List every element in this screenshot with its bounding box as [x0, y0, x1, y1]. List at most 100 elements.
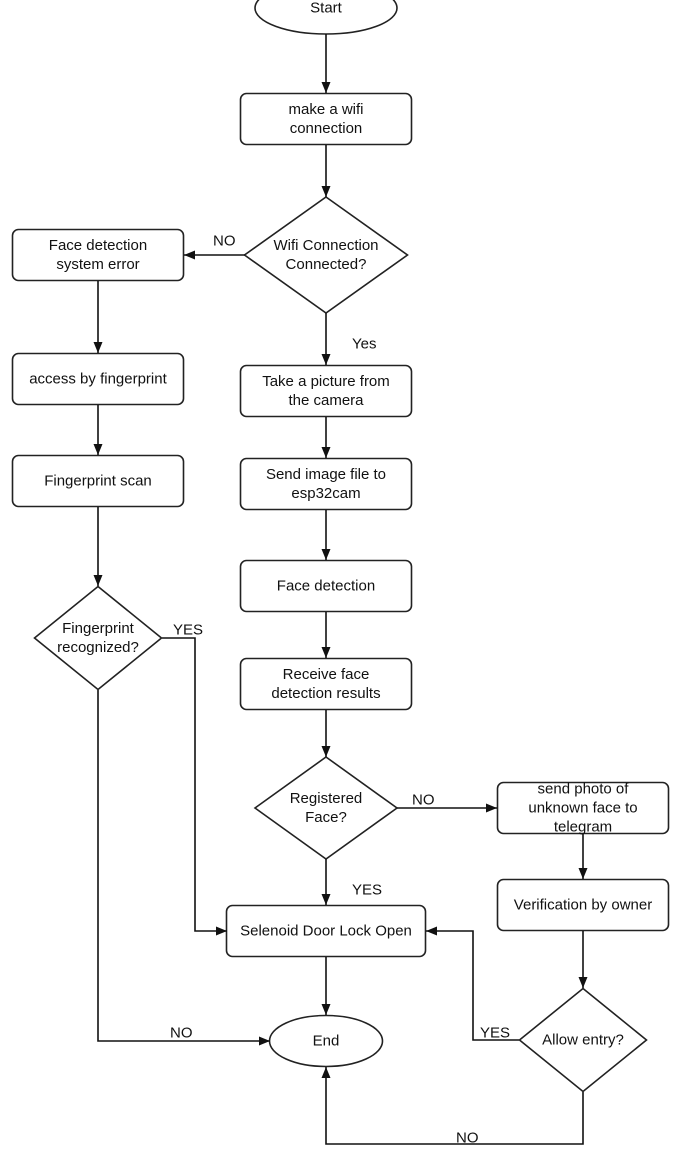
node-registered-check-shape: [253, 756, 399, 860]
node-fp-check: Fingerprint recognized?: [33, 585, 163, 691]
node-wifi-check-label: Wifi Connection: [273, 237, 378, 254]
node-wifi-connect-label: make a wifi: [288, 101, 363, 118]
node-fp-check-label: Fingerprint: [62, 620, 135, 637]
node-take-picture: Take a picture from the camera: [239, 364, 413, 418]
node-registered-check-label: Registered: [290, 790, 363, 807]
node-verify-owner: Verification by owner: [496, 878, 670, 932]
edge-verify-owner-to-allow-check: [578, 931, 588, 988]
edge-fp-check-to-door-open: YES: [162, 622, 227, 936]
node-start: Start: [254, 0, 398, 35]
edge-label: YES: [480, 1025, 510, 1042]
node-door-open-label: Selenoid Door Lock Open: [240, 923, 412, 940]
node-registered-check-label: Face?: [305, 809, 347, 826]
node-send-image: Send image file to esp32cam: [239, 457, 413, 511]
node-allow-check: Allow entry?: [518, 987, 648, 1093]
arrow-head: [321, 1004, 331, 1015]
node-end-label: End: [313, 1033, 340, 1050]
edge-label: YES: [352, 882, 382, 899]
edge-allow-check-to-door-open-line: [426, 930, 519, 1041]
arrow-head: [321, 82, 331, 93]
node-allow-check-shape: [518, 987, 648, 1093]
node-face-detect-shape: [239, 559, 413, 613]
edge-fp-check-to-end-line: [97, 690, 270, 1042]
node-receive-results-label: detection results: [271, 685, 380, 702]
node-take-picture-label: Take a picture from: [262, 373, 390, 390]
node-end: End: [268, 1014, 384, 1068]
arrow-head: [216, 926, 227, 936]
node-receive-results-shape: [239, 657, 413, 711]
node-fp-scan: Fingerprint scan: [11, 454, 185, 508]
node-wifi-connect: make a wifi connection: [239, 92, 413, 146]
arrow-head: [93, 342, 103, 353]
node-door-open: Selenoid Door Lock Open: [225, 904, 427, 958]
node-face-error-label: Face detection: [49, 237, 147, 254]
arrow-head: [93, 575, 103, 586]
edge-label: Yes: [352, 336, 376, 353]
node-verify-owner-shape: [496, 878, 670, 932]
arrow-head: [426, 926, 437, 936]
arrow-head: [486, 803, 497, 813]
arrow-head: [321, 186, 331, 197]
arrow-head: [321, 647, 331, 658]
arrow-head: [321, 894, 331, 905]
node-receive-results: Receive face detection results: [239, 657, 413, 711]
node-send-photo-label: telegram: [554, 819, 612, 836]
node-send-photo: send photo of unknown face to telegram: [496, 781, 670, 836]
node-wifi-check-shape: [243, 196, 409, 314]
node-take-picture-shape: [239, 364, 413, 418]
arrow-head: [578, 977, 588, 988]
node-send-photo-label: unknown face to: [528, 800, 637, 817]
node-receive-results-label: Receive face: [283, 666, 370, 683]
node-fp-check-shape: [33, 585, 163, 691]
edge-take-picture-to-send-image: [321, 417, 331, 458]
edge-wifi-check-to-take-picture: Yes: [321, 313, 376, 365]
edge-fp-check-to-door-open-line: [162, 637, 227, 932]
node-allow-check-label: Allow entry?: [542, 1032, 624, 1049]
arrow-head: [321, 354, 331, 365]
node-send-image-label: esp32cam: [291, 485, 360, 502]
node-verify-owner-label: Verification by owner: [514, 897, 652, 914]
edge-fp-scan-to-fp-check: [93, 507, 103, 586]
edge-fp-access-to-fp-scan: [93, 405, 103, 455]
node-send-image-label: Send image file to: [266, 466, 386, 483]
arrow-head: [184, 250, 195, 260]
edge-allow-check-to-end-line: [325, 1067, 584, 1145]
edge-send-image-to-face-detect: [321, 510, 331, 560]
edge-label: NO: [412, 792, 435, 809]
node-face-detect-label: Face detection: [277, 578, 375, 595]
edge-label: NO: [170, 1025, 193, 1042]
arrow-head: [321, 1067, 331, 1078]
arrow-head: [321, 447, 331, 458]
node-fp-scan-shape: [11, 454, 185, 508]
arrow-head: [321, 746, 331, 757]
edge-label: NO: [213, 233, 236, 250]
node-take-picture-label: the camera: [288, 392, 364, 409]
arrow-head: [321, 549, 331, 560]
arrow-head: [259, 1036, 270, 1046]
edge-label: NO: [456, 1130, 479, 1147]
edge-start-to-wifi-connect: [321, 34, 331, 93]
edge-allow-check-to-door-open: YES: [426, 926, 519, 1042]
node-face-detect: Face detection: [239, 559, 413, 613]
arrow-head: [578, 868, 588, 879]
node-fp-access-shape: [11, 352, 185, 406]
edge-registered-check-to-send-photo: NO: [397, 792, 497, 813]
edge-fp-check-to-end: NO: [97, 690, 270, 1046]
edge-wifi-connect-to-wifi-check: [321, 145, 331, 197]
edge-face-detect-to-receive-results: [321, 612, 331, 658]
edge-receive-results-to-registered-check: [321, 710, 331, 757]
node-send-photo-label: send photo of: [538, 781, 630, 798]
arrow-head: [93, 444, 103, 455]
node-start-label: Start: [310, 0, 343, 17]
node-send-image-shape: [239, 457, 413, 511]
node-send-photo-shape: [496, 781, 670, 835]
node-face-error: Face detection system error: [11, 228, 185, 282]
node-face-error-shape: [11, 228, 185, 282]
node-face-error-label: system error: [56, 256, 139, 273]
node-fp-access: access by fingerprint: [11, 352, 185, 406]
node-wifi-connect-label: connection: [290, 120, 363, 137]
node-fp-check-label: recognized?: [57, 639, 139, 656]
node-fp-access-label: access by fingerprint: [29, 371, 167, 388]
